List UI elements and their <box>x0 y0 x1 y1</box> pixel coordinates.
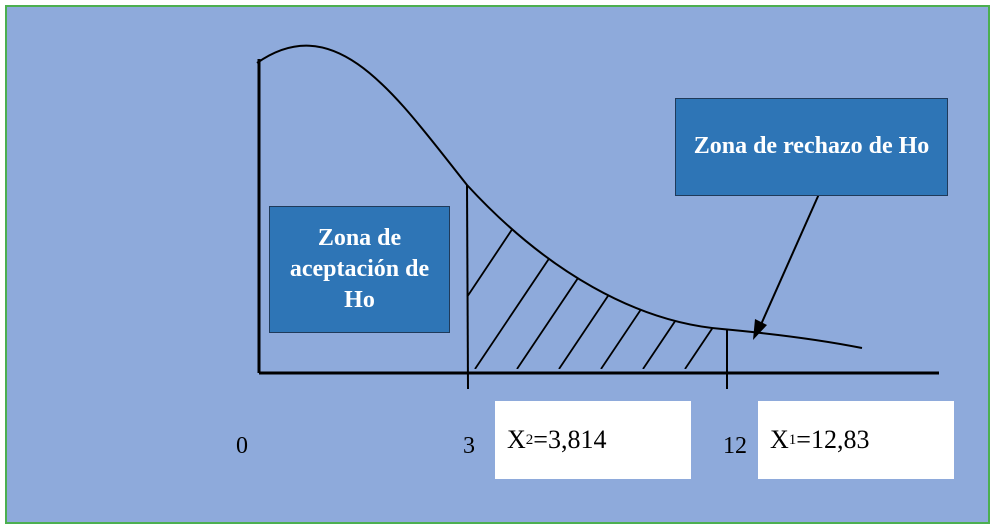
rejection-zone-label: Zona de rechazo de Ho <box>693 133 930 160</box>
chi-square-graph <box>256 44 939 390</box>
critical-line-3 <box>466 184 469 390</box>
tick-label-0: 0 <box>236 433 248 459</box>
x2-exponent: 2 <box>525 431 534 448</box>
hatched-region <box>467 185 722 369</box>
acceptance-zone-box: Zona de aceptación de Ho <box>269 206 450 333</box>
reject-arrowhead <box>753 319 767 340</box>
tick-label-12: 12 <box>723 433 747 459</box>
reject-arrow <box>758 193 820 330</box>
x1-exponent: 1 <box>788 431 797 448</box>
diagram-frame: Zona de aceptación de Ho Zona de rechazo… <box>5 5 990 524</box>
acceptance-zone-label: Zona de aceptación de Ho <box>289 224 430 314</box>
rejection-zone-box: Zona de rechazo de Ho <box>675 98 948 196</box>
x1-symbol: X <box>770 425 789 454</box>
x2-symbol: X <box>507 425 526 454</box>
tick-label-3: 3 <box>463 433 475 459</box>
x2-value: =3,814 <box>533 425 607 454</box>
density-curve <box>256 44 863 349</box>
x1-value: =12,83 <box>796 425 870 454</box>
